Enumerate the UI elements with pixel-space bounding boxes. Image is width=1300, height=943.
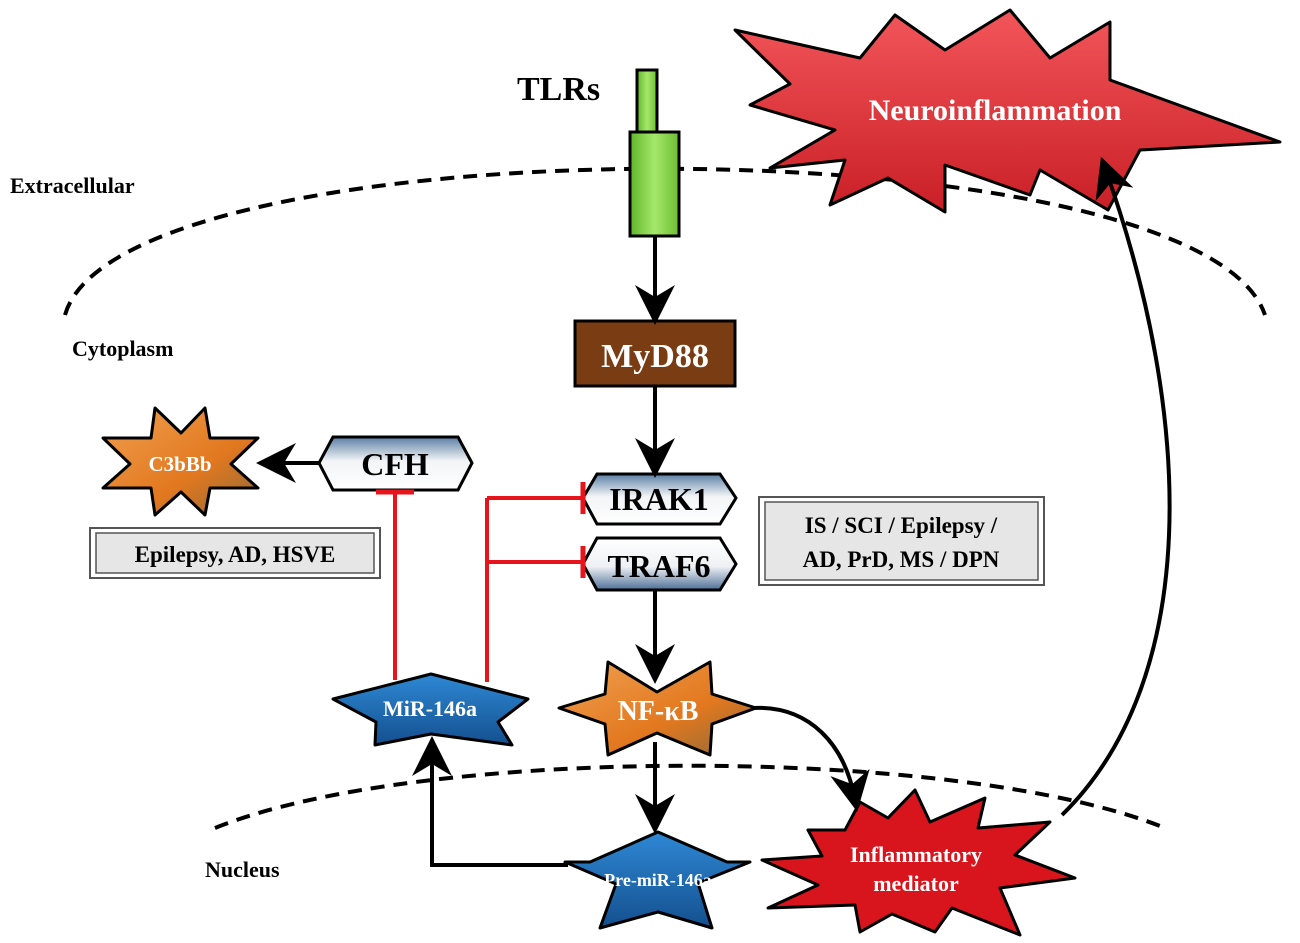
tlr-receptor-top <box>635 68 659 134</box>
signaling-disease-box <box>764 501 1039 581</box>
myd88-box <box>573 319 737 388</box>
nfkb-star <box>557 660 758 757</box>
traf6-label: TRAF6 <box>607 548 710 584</box>
irak1-label: IRAK1 <box>609 481 709 517</box>
myd88-label: MyD88 <box>601 338 709 375</box>
arrow-nfkb-to-mediator <box>751 705 870 812</box>
inflammatory-mediator-burst <box>760 788 1077 937</box>
neuroinflammation-label: Neuroinflammation <box>869 94 1122 127</box>
nuclear-membrane <box>214 763 1166 830</box>
nfkb-label: NF-κB <box>618 696 699 727</box>
arrow-pre-mir146a-to-mir146a <box>412 736 568 867</box>
tlr-receptor-body <box>628 130 681 238</box>
pre-mir146a-shape <box>563 830 752 930</box>
extracellular-label: Extracellular <box>10 173 135 198</box>
inflammatory-mediator-label-1: Inflammatory <box>850 842 982 867</box>
inflammatory-mediator-label-2: mediator <box>873 871 959 896</box>
cell-membrane <box>63 166 1267 316</box>
c3bbb-star <box>101 406 260 517</box>
pre-mir146a-label: Pre-miR-146a <box>604 870 712 890</box>
mir146a-label: MiR-146a <box>383 696 477 721</box>
c3bbb-label: C3bBb <box>148 452 211 476</box>
neuroinflammation-burst <box>733 8 1282 214</box>
cytoplasm-label: Cytoplasm <box>72 336 173 361</box>
cfh-label: CFH <box>361 446 429 482</box>
arrow-mediator-to-neuroinflammation <box>1060 156 1172 817</box>
nucleus-label: Nucleus <box>205 857 280 882</box>
tlrs-label: TLRs <box>517 71 600 108</box>
signaling-disease-text-1: IS / SCI / Epilepsy / <box>805 513 998 538</box>
mir146a-shape <box>331 672 530 747</box>
complement-disease-text: Epilepsy, AD, HSVE <box>135 542 336 567</box>
complement-disease-box <box>95 532 375 574</box>
signaling-disease-text-2: AD, PrD, MS / DPN <box>803 547 1000 572</box>
